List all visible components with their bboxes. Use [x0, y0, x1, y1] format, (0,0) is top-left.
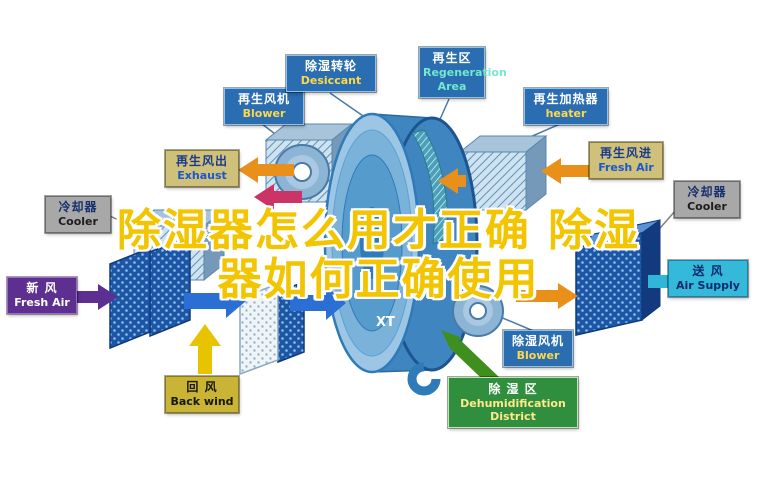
dehumid-fan-icon [452, 285, 504, 337]
label-air-supply-zh: 送 风 [692, 264, 724, 278]
label-exhaust-en: Exhaust [177, 169, 227, 182]
label-cooler-right-en: Cooler [687, 200, 727, 213]
label-exhaust-zh: 再生风出 [175, 154, 228, 168]
wheel-regeneration-sector [411, 129, 449, 245]
label-cooler-left-en: Cooler [58, 215, 98, 228]
supply-front [575, 232, 643, 336]
supply-unit-right [575, 219, 661, 336]
leader-dehumid-blower [497, 315, 537, 333]
page-title-line1: 除湿器怎么用才正确 除湿 [116, 205, 641, 256]
label-regen-area: 再生区 Regeneration Area [419, 47, 507, 98]
label-regen-blower: 再生风机 Blower [224, 88, 304, 125]
label-regen-heater-en: heater [545, 107, 587, 120]
process-air-arrow-1 [184, 284, 246, 318]
fan2-hub [469, 302, 487, 320]
label-regen-blower-en: Blower [242, 107, 286, 120]
label-air-supply-en: Air Supply [676, 279, 740, 292]
process-air-arrow-2 [290, 286, 346, 320]
regen-fan-icon [274, 144, 330, 200]
wheel-hub [360, 207, 384, 279]
label-dehumid-blower: 除湿风机 Blower [503, 330, 573, 367]
label-desiccant: 除湿转轮 Desiccant [286, 55, 376, 92]
dehumid-zone-arrow-head [441, 330, 462, 350]
label-fresh-air: 新 风 Fresh Air [7, 277, 77, 314]
label-fresh-air-zh: 新 风 [26, 281, 58, 295]
filter-white-slab [239, 282, 279, 376]
page-title: 除湿器怎么用才正确 除湿 器如何正确使用 [0, 206, 757, 304]
wheel-seal-ring [407, 362, 441, 396]
label-air-supply: 送 风 Air Supply [668, 260, 748, 297]
label-desiccant-zh: 除湿转轮 [304, 59, 357, 73]
label-dehumid-district-zh: 除 湿 区 [488, 382, 538, 396]
page-title-line2: 器如何正确使用 [217, 254, 540, 305]
label-regen-fresh-air-en: Fresh Air [598, 161, 654, 174]
label-regen-fresh-air-zh: 再生风进 [599, 146, 652, 160]
label-regen-fresh-air: 再生风进 Fresh Air [589, 142, 663, 179]
label-back-wind: 回 风 Back wind [165, 376, 239, 413]
leader-desiccant [329, 92, 367, 119]
exhaust-arrow [238, 157, 294, 183]
label-regen-area-en: Regeneration Area [423, 66, 507, 93]
label-exhaust: 再生风出 Exhaust [165, 150, 239, 187]
regen-to-wheel-arrow [438, 168, 466, 194]
fan1-hub [292, 162, 312, 182]
supply-flow-arrow [516, 283, 578, 309]
label-back-wind-en: Back wind [170, 395, 234, 408]
regen-heater-unit [458, 134, 548, 212]
label-fresh-air-en: Fresh Air [14, 296, 70, 309]
label-desiccant-en: Desiccant [300, 74, 362, 87]
label-dehumid-district: 除 湿 区 Dehumidification District [448, 377, 578, 429]
coil-slab-front [109, 246, 151, 350]
label-back-wind-zh: 回 风 [186, 380, 218, 394]
fresh-air-arrow [76, 284, 118, 310]
fresh-air-coils [109, 234, 191, 350]
label-cooler-right: 冷却器 Cooler [674, 181, 740, 218]
label-regen-heater: 再生加热器 heater [524, 88, 608, 125]
back-wind-arrow [189, 324, 221, 374]
label-dehumid-blower-zh: 除湿风机 [511, 334, 564, 348]
regen-inlet-arrow [541, 158, 610, 184]
label-cooler-left-zh: 冷却器 [58, 200, 98, 214]
label-regen-area-zh: 再生区 [432, 51, 472, 65]
label-cooler-right-zh: 冷却器 [687, 185, 727, 199]
label-dehumid-district-en: Dehumidification District [460, 397, 566, 424]
label-regen-blower-zh: 再生风机 [237, 92, 290, 106]
exhaust-hot-arrow [254, 184, 302, 210]
label-regen-heater-zh: 再生加热器 [533, 92, 599, 106]
label-dehumid-blower-en: Blower [516, 349, 560, 362]
label-cooler-left: 冷却器 Cooler [45, 196, 111, 233]
wheel-watermark: XT [376, 315, 395, 330]
